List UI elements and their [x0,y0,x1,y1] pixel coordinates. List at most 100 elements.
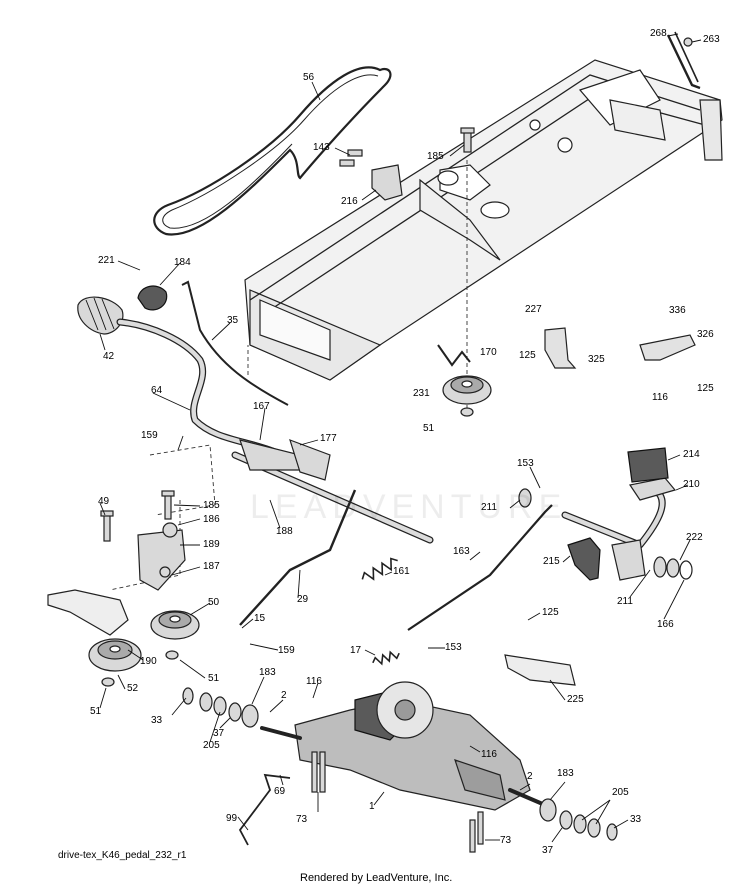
drive-belt [153,66,392,236]
leader-lines [99,33,702,843]
callout-185-b: 185 [203,500,220,511]
callout-33-b: 33 [630,814,642,825]
chassis-frame [244,59,723,381]
rod-163 [407,504,553,631]
callout-17: 17 [350,645,362,656]
callout-190: 190 [140,656,157,667]
washer-205-b1 [573,814,587,834]
callout-116-b: 116 [306,676,322,687]
callout-64: 64 [151,385,163,396]
callout-231: 231 [413,388,430,399]
handle-grip [77,296,124,335]
callout-336: 336 [669,305,686,316]
callout-99: 99 [226,813,238,824]
idler-pulley-231 [442,375,492,405]
plate-189 [100,490,186,591]
callout-189: 189 [203,539,220,550]
callout-56: 56 [303,72,315,83]
callout-37-a: 37 [213,728,225,739]
callout-211-a: 211 [481,502,497,513]
callout-159-b: 159 [278,645,295,656]
callout-205-b: 205 [612,787,629,798]
bracket-325 [544,327,577,369]
callout-263: 263 [703,34,720,45]
callout-15: 15 [254,613,266,624]
callout-225: 225 [567,694,584,705]
callout-177: 177 [320,433,337,444]
callout-125-a: 125 [519,350,536,361]
callout-29: 29 [297,594,309,605]
washer-205-a1 [199,692,213,712]
callout-159-a: 159 [141,430,158,441]
callout-185-top: 185 [427,151,444,162]
bolt-73-a [311,751,318,793]
callout-216: 216 [341,196,358,207]
callout-51-a: 51 [423,423,435,434]
idler-pulley-52 [88,638,142,672]
callout-116-c: 116 [481,749,497,760]
callout-166: 166 [657,619,674,630]
washer-33-b [606,823,618,841]
callout-35: 35 [227,315,239,326]
callout-37-b: 37 [542,845,554,856]
pedal-215 [567,537,601,581]
washer-37-b [559,810,573,830]
callout-143: 143 [313,142,330,153]
callout-153-b: 153 [445,642,462,653]
watermark-text: LEADVENTURE [250,488,568,526]
callout-326: 326 [697,329,714,340]
washer-37-a [228,702,242,722]
callout-51-b: 51 [208,673,220,684]
callout-167: 167 [253,401,270,412]
knob-184 [137,285,168,311]
callout-215: 215 [543,556,560,567]
callout-211-b: 211 [617,596,633,607]
washer-205-b2 [587,818,601,838]
callout-51-c: 51 [90,706,102,717]
callout-73-b: 73 [500,835,512,846]
lever-64 [116,318,279,456]
brake-pedal [561,447,693,581]
callout-52: 52 [127,683,139,694]
callout-50: 50 [208,597,220,608]
diagram-file-code: drive-tex_K46_pedal_232_r1 [58,850,187,861]
callout-183-b: 183 [557,768,574,779]
callout-210: 210 [683,479,700,490]
bolt-185-top [460,127,475,153]
bolt-73-d [477,811,484,845]
callout-205-a: 205 [203,740,220,751]
callout-221: 221 [98,255,115,266]
cross-shaft [231,439,434,544]
callout-184: 184 [174,257,191,268]
callout-116-a: 116 [652,392,668,403]
callout-227: 227 [525,304,542,315]
callout-170: 170 [480,347,497,358]
callout-222: 222 [686,532,703,543]
callout-2-a: 2 [281,690,287,701]
washer-211-a [518,488,532,508]
callout-1: 1 [369,801,375,812]
rod-99 [238,773,291,846]
transaxle [260,681,547,811]
callout-69: 69 [274,786,286,797]
callout-188: 188 [276,526,293,537]
callout-49: 49 [98,496,110,507]
bearing-183-b [539,798,557,822]
nut-51-b [165,650,179,660]
callout-125-c: 125 [542,607,559,618]
washer-205-a2 [213,696,227,716]
callout-183-a: 183 [259,667,276,678]
pin-268 [666,31,701,90]
shield-190 [47,589,129,636]
callout-125-b: 125 [697,383,714,394]
callout-187: 187 [203,561,220,572]
callout-42: 42 [103,351,115,362]
callout-73-a: 73 [296,814,308,825]
render-credit: Rendered by LeadVenture, Inc. [300,872,453,884]
bracket-326 [639,334,696,361]
callout-2-b: 2 [527,771,533,782]
nut-51-a [460,407,474,417]
callout-214: 214 [683,449,700,460]
